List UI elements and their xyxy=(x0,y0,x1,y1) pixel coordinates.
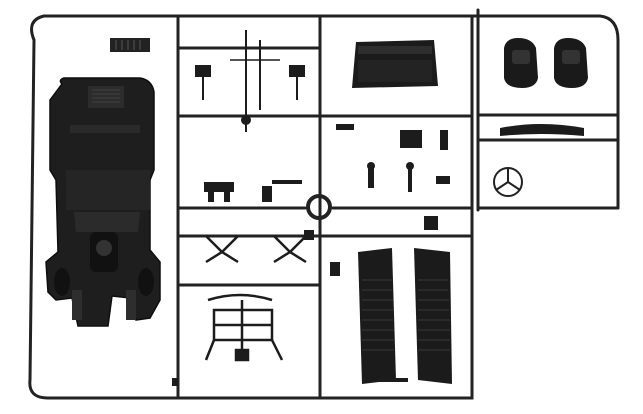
floor-panel-left xyxy=(358,248,396,384)
sprue-ring xyxy=(306,194,332,220)
pedal-parts xyxy=(204,180,302,202)
small-lever-parts xyxy=(367,130,450,230)
dashboard-part xyxy=(352,40,438,88)
outer-runner-left-vertical xyxy=(28,38,322,400)
bumper-bar-part xyxy=(500,124,584,136)
small-grille-part xyxy=(110,38,150,52)
chassis-floor xyxy=(45,77,161,327)
floor-panel-right xyxy=(414,248,452,384)
steering-wheel xyxy=(493,167,523,197)
misc-small-parts xyxy=(172,124,408,386)
front-subframe xyxy=(204,293,284,362)
bucket-seat-right xyxy=(554,38,588,88)
rod-parts xyxy=(195,30,305,132)
suspension-arms xyxy=(205,235,307,264)
outer-runner-top-right xyxy=(473,14,620,42)
outer-runner-bottom xyxy=(318,208,474,400)
bucket-seat-left xyxy=(504,38,538,88)
outer-runner-left xyxy=(30,14,477,42)
